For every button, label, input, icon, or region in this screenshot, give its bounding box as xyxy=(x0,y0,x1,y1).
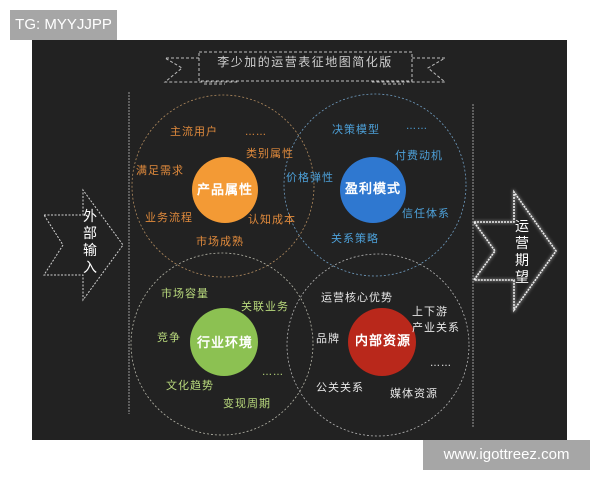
industry-core-circle xyxy=(190,308,258,376)
profit-ellipsis: …… xyxy=(406,121,428,132)
industry-item: 文化趋势 xyxy=(166,379,214,392)
profit-item: 关系策略 xyxy=(331,232,379,245)
banner-title: 李少加的运营表征地图简化版 xyxy=(217,55,393,69)
left-arrow-char: 部 xyxy=(83,226,97,242)
product-item: 满足需求 xyxy=(136,164,184,177)
product-ring xyxy=(131,94,315,278)
profit-item: 价格弹性 xyxy=(286,171,334,184)
industry-item: 竞争 xyxy=(157,331,181,344)
tag-label: TG: MYYJJPP xyxy=(10,10,117,40)
banner-ribbon xyxy=(163,51,447,85)
right-arrow-char: 营 xyxy=(515,236,529,252)
profit-item: 信任体系 xyxy=(402,207,450,220)
industry-item: 关联业务 xyxy=(241,300,289,313)
product-item: 市场成熟 xyxy=(196,235,244,248)
diagram-panel xyxy=(32,40,567,440)
internal-item: 品牌 xyxy=(316,332,340,345)
industry-core-label: 行业环境 xyxy=(196,336,253,351)
profit-item: 付费动机 xyxy=(395,149,443,162)
left-arrow-shape xyxy=(43,188,124,302)
left-arrow-label: 外 部 输 入 xyxy=(82,209,98,277)
internal-ring xyxy=(286,253,470,437)
industry-ellipsis: …… xyxy=(262,367,284,378)
internal-item: 公关关系 xyxy=(316,381,364,394)
product-core-circle xyxy=(192,157,258,223)
internal-ellipsis: …… xyxy=(430,358,452,369)
internal-item: 上下游 xyxy=(412,305,448,318)
industry-item: 市场容量 xyxy=(161,287,209,300)
left-arrow-char: 外 xyxy=(83,209,97,225)
left-arrow-char: 入 xyxy=(83,260,97,276)
right-arrow-char: 望 xyxy=(515,270,529,286)
internal-core-label: 内部资源 xyxy=(354,334,411,349)
product-item: 类别属性 xyxy=(246,147,294,160)
right-arrow-shape xyxy=(472,189,557,313)
left-arrow-char: 输 xyxy=(83,243,97,259)
industry-ring xyxy=(130,252,314,436)
profit-ring xyxy=(283,93,467,277)
product-item: 主流用户 xyxy=(170,125,218,138)
right-arrow-char: 期 xyxy=(515,253,529,269)
watermark-label: www.igottreez.com xyxy=(423,440,590,470)
industry-item: 变现周期 xyxy=(223,397,271,410)
product-ellipsis: …… xyxy=(245,127,267,138)
right-arrow-label: 运 营 期 望 xyxy=(514,219,530,287)
internal-item: 运营核心优势 xyxy=(321,291,393,304)
internal-item: 媒体资源 xyxy=(390,387,438,400)
right-arrow-char: 运 xyxy=(515,219,529,235)
internal-core-circle xyxy=(348,308,416,376)
product-item: 业务流程 xyxy=(145,211,193,224)
product-item: 认知成本 xyxy=(248,213,296,226)
profit-core-circle xyxy=(340,157,406,223)
profit-item: 决策模型 xyxy=(332,123,380,136)
product-core-label: 产品属性 xyxy=(196,183,253,198)
profit-core-label: 盈利模式 xyxy=(344,182,401,197)
internal-item: 产业关系 xyxy=(412,321,460,334)
